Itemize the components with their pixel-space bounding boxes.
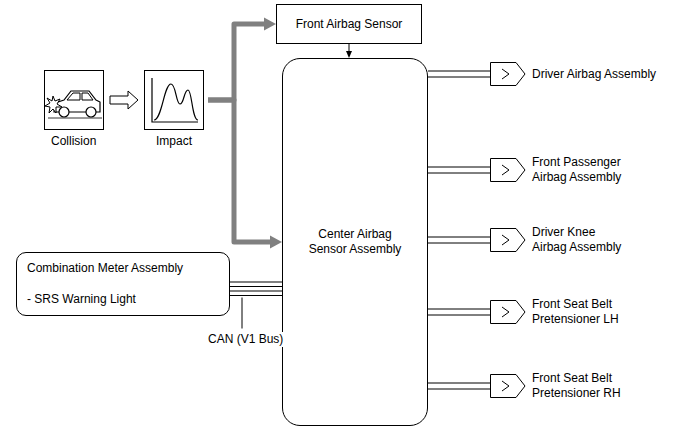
icon-caption: Impact [156, 134, 192, 149]
box-note: - SRS Warning Light [27, 292, 219, 307]
component-name: Front Seat Belt Pretensioner RH [532, 371, 632, 401]
double-connector [428, 309, 490, 315]
collision-illustration [44, 70, 104, 130]
bus-label: CAN (V1 Bus) [206, 332, 285, 347]
squib-outline [490, 300, 526, 324]
squib-symbol: Front Passenger Airbag Assembly [490, 158, 526, 182]
squib-body [491, 63, 526, 86]
connector-line [208, 24, 265, 100]
impact-graph [144, 70, 204, 130]
squib-mark [502, 235, 509, 245]
squib-body [491, 229, 526, 252]
connector-line [428, 315, 490, 316]
component-name: Driver Airbag Assembly [532, 67, 682, 82]
arrow-head [270, 236, 282, 249]
meter-box: Combination Meter Assembly - SRS Warning … [16, 252, 230, 316]
connector-line [230, 281, 282, 282]
squib-body [491, 375, 526, 398]
squib-mark [502, 381, 509, 391]
connector-line [428, 71, 490, 72]
squib-outline [490, 374, 526, 398]
collision-icon-box: Collision [44, 70, 104, 130]
thick-connector [208, 100, 282, 249]
thick-connector [208, 18, 276, 101]
block-arrow [110, 91, 138, 109]
hollow-connector [110, 91, 138, 109]
thin-connector [346, 44, 352, 58]
connector-line [428, 237, 490, 238]
connector-line [428, 389, 490, 390]
icon-caption: Collision [51, 134, 96, 149]
connector-line [230, 290, 282, 291]
double-connector [428, 237, 490, 243]
connector-line [230, 295, 282, 296]
squib-body [491, 301, 526, 324]
sensor-box: Front Airbag Sensor [276, 4, 422, 44]
squib-symbol: Driver Knee Airbag Assembly [490, 228, 526, 252]
impact-icon-box: Impact [144, 70, 204, 130]
squib-symbol: Front Seat Belt Pretensioner RH [490, 374, 526, 398]
double-connector [428, 167, 490, 173]
squib-outline [490, 228, 526, 252]
connector-line [428, 173, 490, 174]
squib-outline [490, 158, 526, 182]
squib-symbol: Front Seat Belt Pretensioner LH [490, 300, 526, 324]
squib-mark [502, 307, 509, 317]
arrow-head [264, 18, 276, 31]
connector-line [349, 44, 350, 52]
leader-line [242, 298, 243, 329]
squib-symbol: Driver Airbag Assembly [490, 62, 526, 86]
connector-line [208, 100, 271, 242]
connector-line [230, 286, 282, 287]
component-name: Front Seat Belt Pretensioner LH [532, 297, 632, 327]
connector-line [428, 167, 490, 168]
ecu-box: Center Airbag Sensor Assembly [282, 58, 428, 426]
connector-line [428, 243, 490, 244]
connector-line [428, 77, 490, 78]
box-title: Center Airbag Sensor Assembly [303, 227, 407, 257]
box-title: Front Airbag Sensor [296, 17, 403, 32]
squib-mark [502, 69, 509, 79]
squib-mark [502, 165, 509, 175]
connector-line [428, 383, 490, 384]
component-name: Front Passenger Airbag Assembly [532, 155, 632, 185]
double-connector [428, 383, 490, 389]
squib-body [491, 159, 526, 182]
connector-line [428, 309, 490, 310]
arrow-head [346, 51, 352, 58]
component-name: Driver Knee Airbag Assembly [532, 225, 632, 255]
double-connector [428, 71, 490, 77]
squib-outline [490, 62, 526, 86]
bus-connector [230, 282, 282, 329]
box-title: Combination Meter Assembly [27, 261, 219, 276]
